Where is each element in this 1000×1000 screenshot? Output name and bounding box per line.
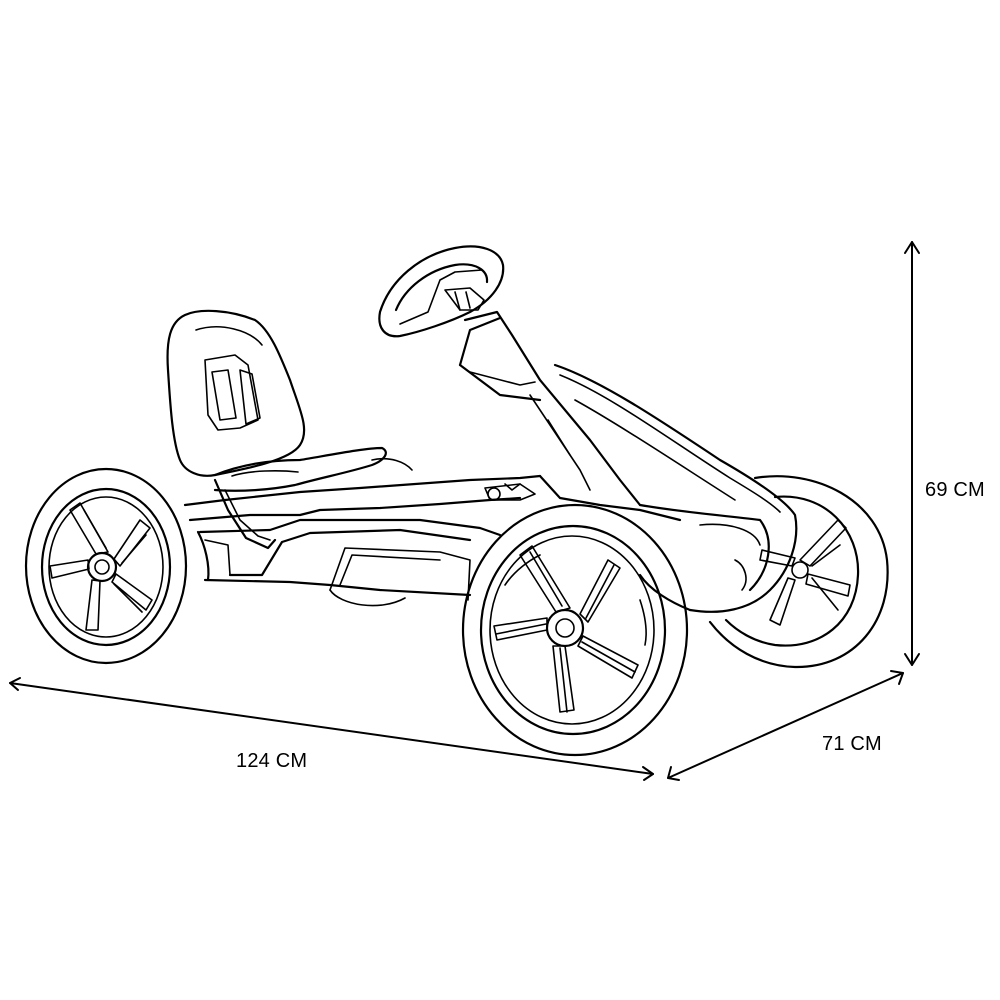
length-label: 124 CM <box>236 750 308 772</box>
width-label: 71 CM <box>822 733 882 755</box>
length-dimension-arrow <box>9 677 654 781</box>
height-dimension-arrow <box>904 241 920 666</box>
height-label: 69 CM <box>925 479 985 501</box>
rear-left-wheel <box>24 467 188 665</box>
front-left-wheel <box>461 503 689 757</box>
front-nose <box>553 363 798 613</box>
kart-frame <box>183 474 682 607</box>
seat <box>166 309 413 550</box>
width-dimension-arrow <box>667 670 904 781</box>
steering-column <box>458 310 642 507</box>
rear-right-wheel <box>708 475 889 669</box>
steering-wheel <box>378 245 505 338</box>
